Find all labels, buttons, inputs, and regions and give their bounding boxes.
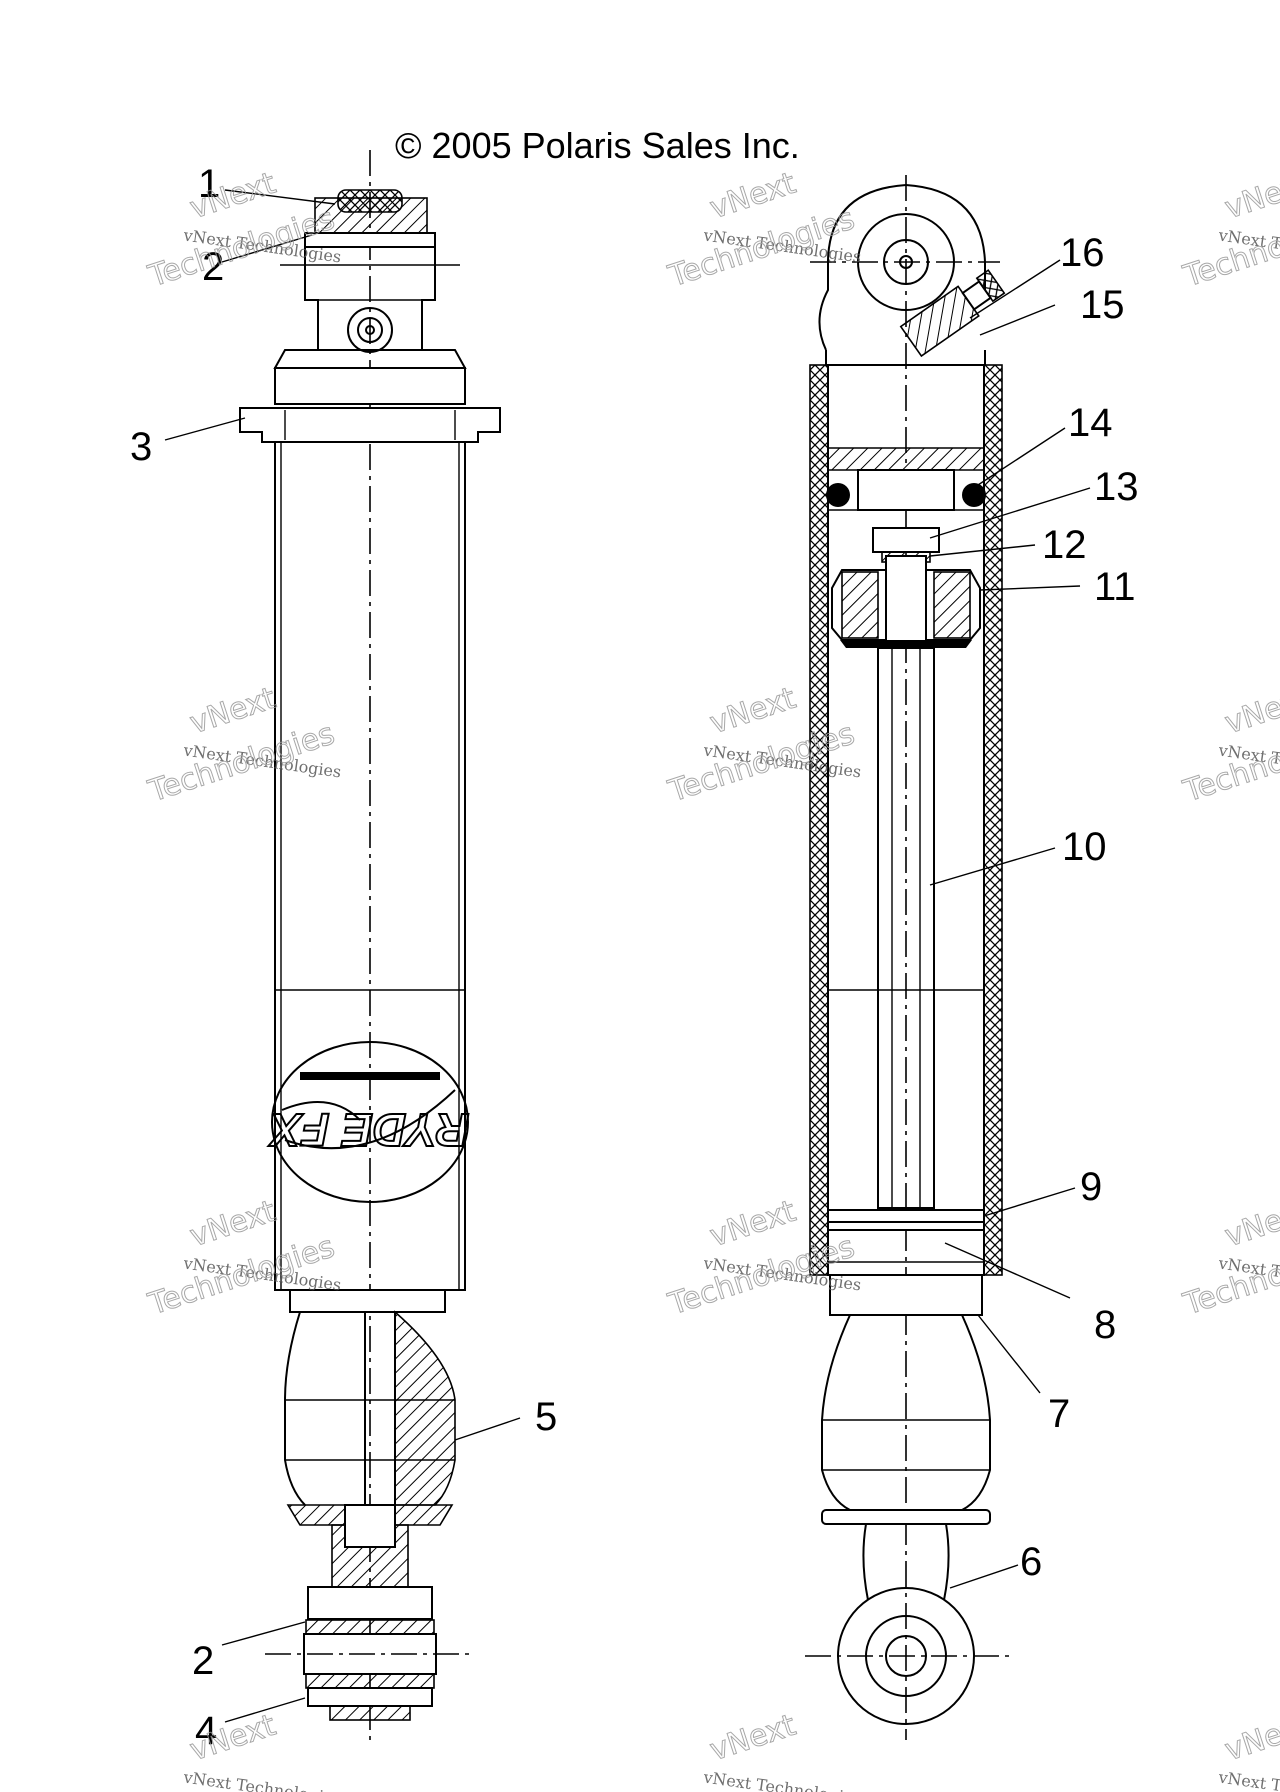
callout-11: 11 bbox=[1094, 565, 1136, 609]
svg-text:vNext: vNext bbox=[186, 1194, 280, 1254]
svg-text:vNext: vNext bbox=[706, 1194, 800, 1254]
copyright-text: © 2005 Polaris Sales Inc. bbox=[395, 125, 800, 166]
watermark: vNext Technologies vNext Technologies bbox=[1178, 680, 1280, 810]
callout-1: 1 bbox=[198, 162, 220, 206]
svg-text:vNext: vNext bbox=[1221, 1194, 1280, 1254]
callout-numbers: 1 2 3 5 2 4 16 15 14 13 12 11 10 9 8 7 6 bbox=[130, 162, 1139, 1753]
right-shock-section bbox=[805, 175, 1015, 1740]
watermark: vNext Technologies vNext Technologies bbox=[1178, 165, 1280, 295]
logo-text: RYDE FX bbox=[268, 1104, 469, 1156]
watermark: vNext Technologies vNext Technologies bbox=[1178, 1193, 1280, 1323]
callout-6: 6 bbox=[1020, 1540, 1042, 1584]
callout-4: 4 bbox=[195, 1709, 217, 1753]
callout-12: 12 bbox=[1042, 523, 1087, 567]
callout-9: 9 bbox=[1080, 1165, 1102, 1209]
callout-10: 10 bbox=[1062, 825, 1107, 869]
watermark: vNext Technologies vNext bbox=[701, 1707, 862, 1792]
watermark: vNext Technologies vNext Technologies bbox=[143, 165, 342, 295]
svg-text:vNext: vNext bbox=[186, 681, 280, 741]
callout-15: 15 bbox=[1080, 283, 1125, 327]
callout-2-bottom: 2 bbox=[192, 1639, 214, 1683]
leader-lines bbox=[164, 189, 1091, 1723]
watermark: vNext Technologies vNext Technologies bbox=[663, 680, 862, 810]
callout-14: 14 bbox=[1068, 401, 1113, 445]
callout-8: 8 bbox=[1094, 1303, 1116, 1347]
svg-text:vNext: vNext bbox=[1221, 1708, 1280, 1768]
left-shock-exterior: RYDE FX bbox=[239, 150, 501, 1740]
svg-text:vNext Technologies: vNext Technologies bbox=[1216, 1767, 1280, 1792]
callout-7: 7 bbox=[1048, 1392, 1070, 1436]
watermark: vNext Technologies vNext bbox=[1216, 1707, 1280, 1792]
svg-text:vNext: vNext bbox=[706, 681, 800, 741]
callout-16: 16 bbox=[1060, 231, 1105, 275]
callout-2-top: 2 bbox=[202, 245, 224, 289]
svg-text:vNext: vNext bbox=[706, 1708, 800, 1768]
svg-text:vNext: vNext bbox=[1221, 166, 1280, 226]
svg-text:vNext Technologies: vNext Technologies bbox=[181, 1767, 342, 1792]
callout-13: 13 bbox=[1094, 465, 1139, 509]
callout-3: 3 bbox=[130, 425, 152, 469]
watermark: vNext Technologies vNext Technologies bbox=[143, 680, 342, 810]
svg-text:vNext: vNext bbox=[1221, 681, 1280, 741]
watermark: vNext Technologies vNext Technologies bbox=[663, 165, 862, 295]
svg-text:vNext: vNext bbox=[706, 166, 800, 226]
callout-5: 5 bbox=[535, 1395, 557, 1439]
svg-text:vNext Technologies: vNext Technologies bbox=[701, 1767, 862, 1792]
